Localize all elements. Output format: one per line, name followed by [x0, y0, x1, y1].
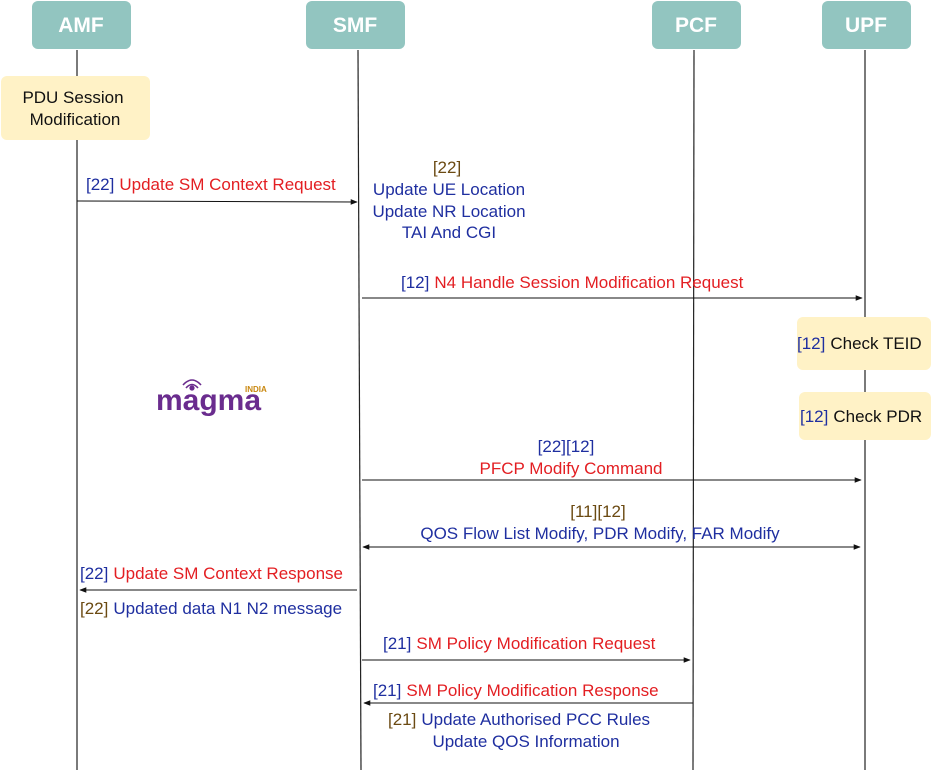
- actor-amf: AMF: [32, 1, 131, 49]
- pfcp-ref: [22][12]: [538, 437, 595, 456]
- actor-amf-label: AMF: [58, 14, 104, 37]
- updated-data-label: [22]Updated data N1 N2 message: [80, 599, 342, 618]
- actor-pcf-label: PCF: [675, 14, 717, 37]
- update-sm-response-label: [22]Update SM Context Response: [80, 564, 343, 583]
- actor-upf: UPF: [822, 1, 911, 49]
- ue-location-ref: [22]: [433, 158, 461, 177]
- pfcp-label: PFCP Modify Command: [480, 459, 663, 478]
- pdu-note-line2: Modification: [30, 110, 121, 129]
- ue-location-line3: TAI And CGI: [402, 223, 496, 242]
- n4-request-label: [12]N4 Handle Session Modification Reque…: [401, 273, 744, 292]
- check-teid-note: [12]Check TEID: [797, 317, 931, 370]
- magma-logo-tag: INDIA: [245, 385, 267, 394]
- ue-location-line1: Update UE Location: [373, 180, 525, 199]
- check-pdr-note: [12]Check PDR: [799, 392, 931, 440]
- magma-logo: magma INDIA: [156, 379, 267, 417]
- qos-ref: [11][12]: [570, 502, 625, 521]
- smf-lifeline: [357, 49, 362, 771]
- pdu-note-line1: PDU Session: [22, 88, 123, 107]
- actor-upf-label: UPF: [845, 14, 887, 37]
- policy-request-label: [21]SM Policy Modification Request: [383, 634, 656, 653]
- check-teid-text: [12]Check TEID: [797, 334, 922, 353]
- update-sm-request-label: [22]Update SM Context Request: [86, 175, 336, 194]
- update-sm-request-arrow: [76, 199, 358, 205]
- check-pdr-text: [12]Check PDR: [800, 407, 922, 426]
- qos-label: QOS Flow List Modify, PDR Modify, FAR Mo…: [420, 524, 780, 543]
- pcf-lifeline: [692, 49, 695, 771]
- ue-location-line2: Update NR Location: [372, 202, 525, 221]
- actor-pcf: PCF: [652, 1, 741, 49]
- magma-logo-text: magma: [156, 384, 261, 417]
- actor-smf-label: SMF: [333, 14, 378, 37]
- pcc-line1: [21]Update Authorised PCC Rules: [388, 710, 650, 729]
- actor-smf: SMF: [306, 1, 405, 49]
- signal-icon: [182, 379, 202, 391]
- pcc-line2: Update QOS Information: [432, 732, 619, 751]
- policy-response-label: [21]SM Policy Modification Response: [373, 681, 659, 700]
- pdu-session-note: PDU Session Modification: [1, 76, 150, 140]
